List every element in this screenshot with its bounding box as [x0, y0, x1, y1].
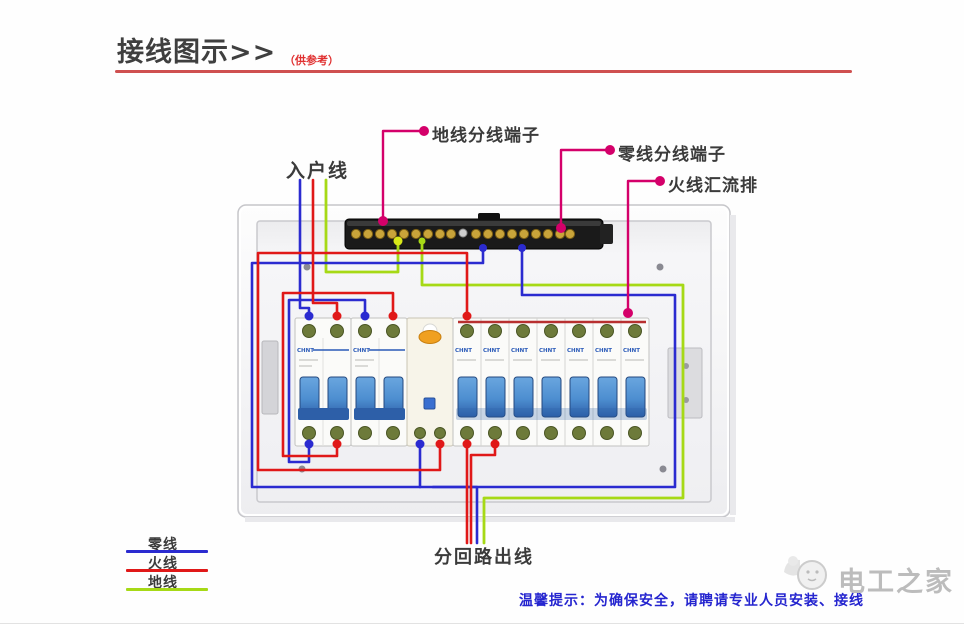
wire-neutral	[287, 298, 367, 464]
neutral-connection-dot	[479, 244, 487, 252]
neutral-connection-dot	[360, 311, 370, 321]
wire-legend: 零线 火线 地线	[118, 534, 218, 591]
legend-label: 地线	[148, 575, 178, 591]
breaker-brand-text: CHNT	[595, 348, 612, 354]
callout-ground-terminal	[381, 129, 424, 218]
right-wall-duct	[667, 347, 703, 419]
legend-item-ground: 地线	[118, 572, 210, 591]
callout-dots	[378, 126, 665, 318]
callout-neutral-terminal	[559, 148, 610, 224]
legend-line-live	[126, 569, 208, 572]
panel-screw	[659, 465, 667, 473]
breaker-brand-text: CHNT	[297, 348, 314, 354]
face-detail-lines	[299, 359, 644, 367]
live-connection-dot	[332, 439, 342, 449]
box-shadow-bottom	[245, 517, 735, 522]
breaker-brand-text: CHNT	[623, 348, 640, 354]
duct-screw	[683, 363, 689, 369]
live-connection-dot	[462, 439, 472, 449]
legend-label: 零线	[148, 537, 178, 553]
legend-label: 火线	[148, 556, 178, 572]
breaker-top-screws	[302, 323, 642, 339]
breaker-handles	[298, 376, 647, 420]
ground-connection-dot	[393, 236, 403, 246]
live-connection-dot	[435, 439, 445, 449]
connection-dots	[304, 236, 526, 449]
breaker-brand-text: CHNT	[353, 348, 370, 354]
watermark-text: 电工之家	[838, 567, 954, 598]
terminal-bar-bracket	[600, 224, 613, 244]
box-shadow-right	[730, 215, 736, 515]
breaker-brand-text: CHNT	[567, 348, 584, 354]
wire-live	[469, 442, 497, 545]
live-connection-dot	[332, 311, 342, 321]
ground-connection-dot	[418, 237, 426, 245]
legend-item-live: 火线	[118, 553, 210, 572]
legend-line-ground	[126, 588, 208, 591]
terminal-bar	[344, 213, 613, 250]
breaker-brand-text: CHNT	[539, 348, 556, 354]
wire-live	[281, 291, 395, 458]
neutral-connection-dot	[304, 439, 314, 449]
neutral-connection-dot	[304, 311, 314, 321]
title-note: （供参考）	[284, 54, 339, 67]
ground-terminal-screws	[350, 228, 457, 240]
live-connection-dot	[490, 439, 500, 449]
panel-screw	[656, 263, 664, 271]
breaker-brand-text: CHNT	[511, 348, 528, 354]
neutral-connection-dot	[415, 439, 425, 449]
callout-lines	[381, 129, 660, 309]
safety-tip: 温馨提示：为确保安全，请聘请专业人员安装、接线	[519, 593, 864, 609]
left-wall-duct	[261, 340, 279, 415]
ground-terminal-label: 地线分线端子	[432, 126, 540, 146]
neutral-connection-dot	[518, 244, 526, 252]
rcd-indicator-oval	[418, 330, 442, 344]
title-rule	[115, 70, 852, 73]
breaker-bottom-screws	[302, 426, 642, 440]
breaker-brand-text: CHNT	[455, 348, 472, 354]
live-connection-dot	[462, 311, 472, 321]
duct-screw	[683, 397, 689, 403]
wires	[250, 178, 685, 545]
breaker-brand-text: CHNT	[483, 348, 500, 354]
wire-neutral	[431, 247, 677, 489]
watermark-logo	[784, 556, 827, 590]
wire-ground	[420, 240, 685, 545]
neutral-terminal-label: 零线分线端子	[618, 145, 726, 165]
incoming-line-label: 入户线	[286, 160, 350, 182]
live-connection-dot	[388, 311, 398, 321]
wire-live	[311, 178, 339, 318]
breaker-row: CHNT CHNT CHNT CHNT CHNT CHNT CHNT CHNT …	[294, 317, 650, 447]
terminal-bar-mount	[478, 213, 500, 220]
wire-ground	[324, 178, 400, 274]
wire-neutral	[250, 247, 485, 545]
wire-live	[256, 251, 469, 472]
live-busbar-label: 火线汇流排	[668, 176, 758, 196]
rcd-test-button	[423, 397, 436, 410]
panel-screw	[303, 263, 311, 271]
branch-outgoing-label: 分回路出线	[434, 547, 534, 568]
legend-line-neutral	[126, 550, 208, 553]
bar-center-screw	[458, 228, 468, 238]
legend-item-neutral: 零线	[118, 534, 210, 553]
terminal-bar-highlight	[347, 221, 601, 226]
callout-live-busbar	[626, 179, 660, 309]
page-title: 接线图示>>	[117, 37, 277, 68]
